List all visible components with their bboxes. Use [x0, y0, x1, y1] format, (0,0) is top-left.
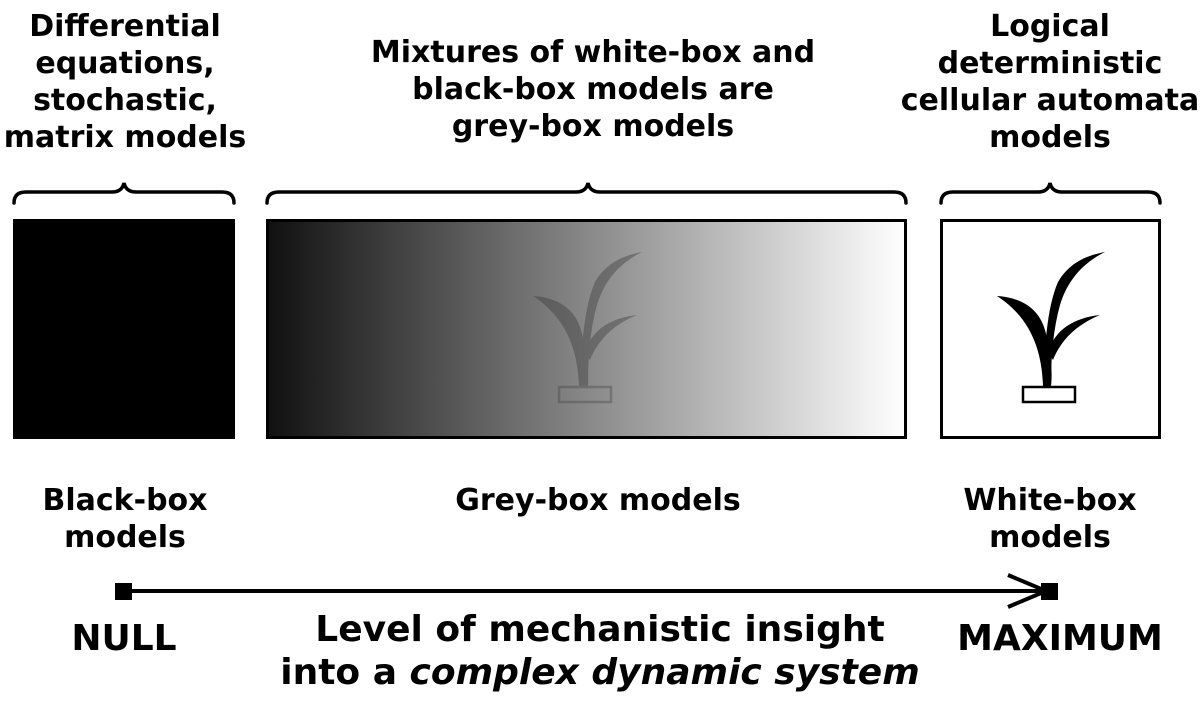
label-line: models	[989, 520, 1111, 555]
description-line: models	[989, 120, 1111, 155]
black-box-label: Black-box models	[0, 482, 250, 556]
axis-left-label: NULL	[71, 618, 177, 659]
axis-caption: Level of mechanistic insight into a comp…	[250, 608, 950, 694]
axis-right-label: MAXIMUM	[957, 618, 1163, 659]
description-line: stochastic,	[33, 83, 217, 118]
axis-end-marker	[1041, 583, 1058, 600]
description-line: grey-box models	[451, 109, 735, 144]
white-box-description: Logical deterministic cellular automata …	[900, 8, 1200, 156]
description-line: black-box models are	[412, 72, 774, 107]
plant-icon	[533, 252, 642, 404]
caption-line: Level of mechanistic insight	[315, 609, 885, 650]
black-box	[13, 219, 235, 439]
brace	[12, 182, 236, 205]
brace	[265, 182, 908, 205]
black-box-description: Differential equations, stochastic, matr…	[0, 8, 250, 156]
description-line: Differential	[29, 9, 221, 44]
brace	[939, 182, 1162, 205]
caption-line: into a complex dynamic system	[250, 651, 950, 694]
description-line: equations,	[35, 46, 215, 81]
description-line: Logical	[990, 9, 1110, 44]
grey-box	[266, 219, 907, 439]
label-line: White-box	[963, 483, 1137, 518]
description-line: matrix models	[3, 120, 247, 155]
description-line: cellular automata	[900, 83, 1200, 118]
label-line: models	[64, 520, 186, 555]
description-line: Mixtures of white-box and	[370, 35, 816, 70]
label-line: Black-box	[42, 483, 208, 518]
label-line: Grey-box models	[455, 483, 741, 518]
white-box-label: White-box models	[900, 482, 1200, 556]
grey-box-description: Mixtures of white-box and black-box mode…	[338, 34, 848, 145]
grey-box-label: Grey-box models	[398, 482, 798, 519]
caption-prefix: into a	[280, 652, 410, 693]
description-line: deterministic	[937, 46, 1163, 81]
plant-icon	[997, 252, 1105, 404]
axis-start-marker	[115, 583, 132, 600]
caption-emphasis: complex dynamic system	[409, 652, 920, 693]
